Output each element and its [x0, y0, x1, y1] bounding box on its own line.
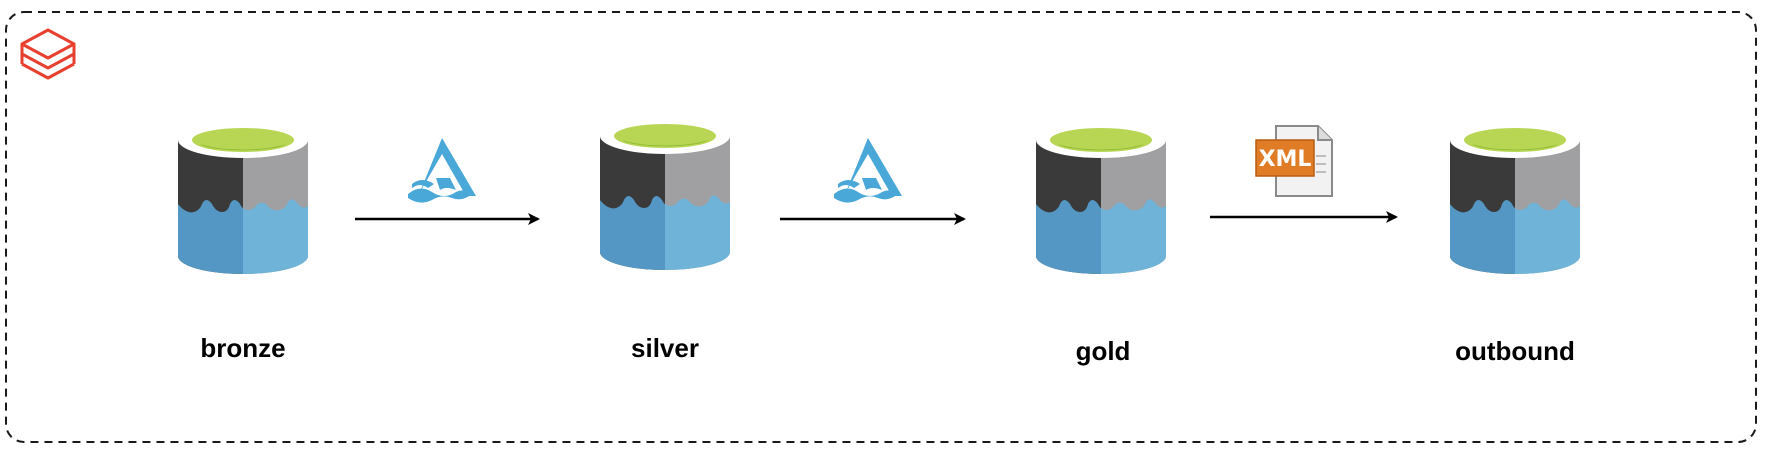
stage-gold: gold: [1036, 118, 1166, 366]
connector-bronze-silver: [355, 138, 540, 225]
storage-cylinder-icon: [1036, 118, 1166, 278]
stage-label-bronze: bronze: [200, 333, 285, 363]
stage-label-gold: gold: [1076, 336, 1131, 366]
delta-transform-icon: [408, 138, 476, 203]
connector-silver-gold: [780, 138, 966, 225]
stage-bronze: bronze: [178, 118, 308, 363]
xml-badge-text: XML: [1259, 147, 1312, 172]
stage-label-silver: silver: [631, 333, 699, 363]
storage-cylinder-icon: [1450, 118, 1580, 278]
storage-cylinder-icon: [600, 114, 730, 274]
stage-label-outbound: outbound: [1455, 336, 1575, 366]
storage-cylinder-icon: [178, 118, 308, 278]
xml-file-icon: XML: [1255, 125, 1333, 197]
stage-outbound: outbound: [1450, 118, 1580, 366]
layered-stack-icon: [20, 28, 76, 80]
stage-silver: silver: [600, 114, 730, 363]
delta-transform-icon: [834, 138, 902, 203]
connector-gold-outbound: XML: [1210, 125, 1398, 223]
group-border: [5, 11, 1757, 443]
